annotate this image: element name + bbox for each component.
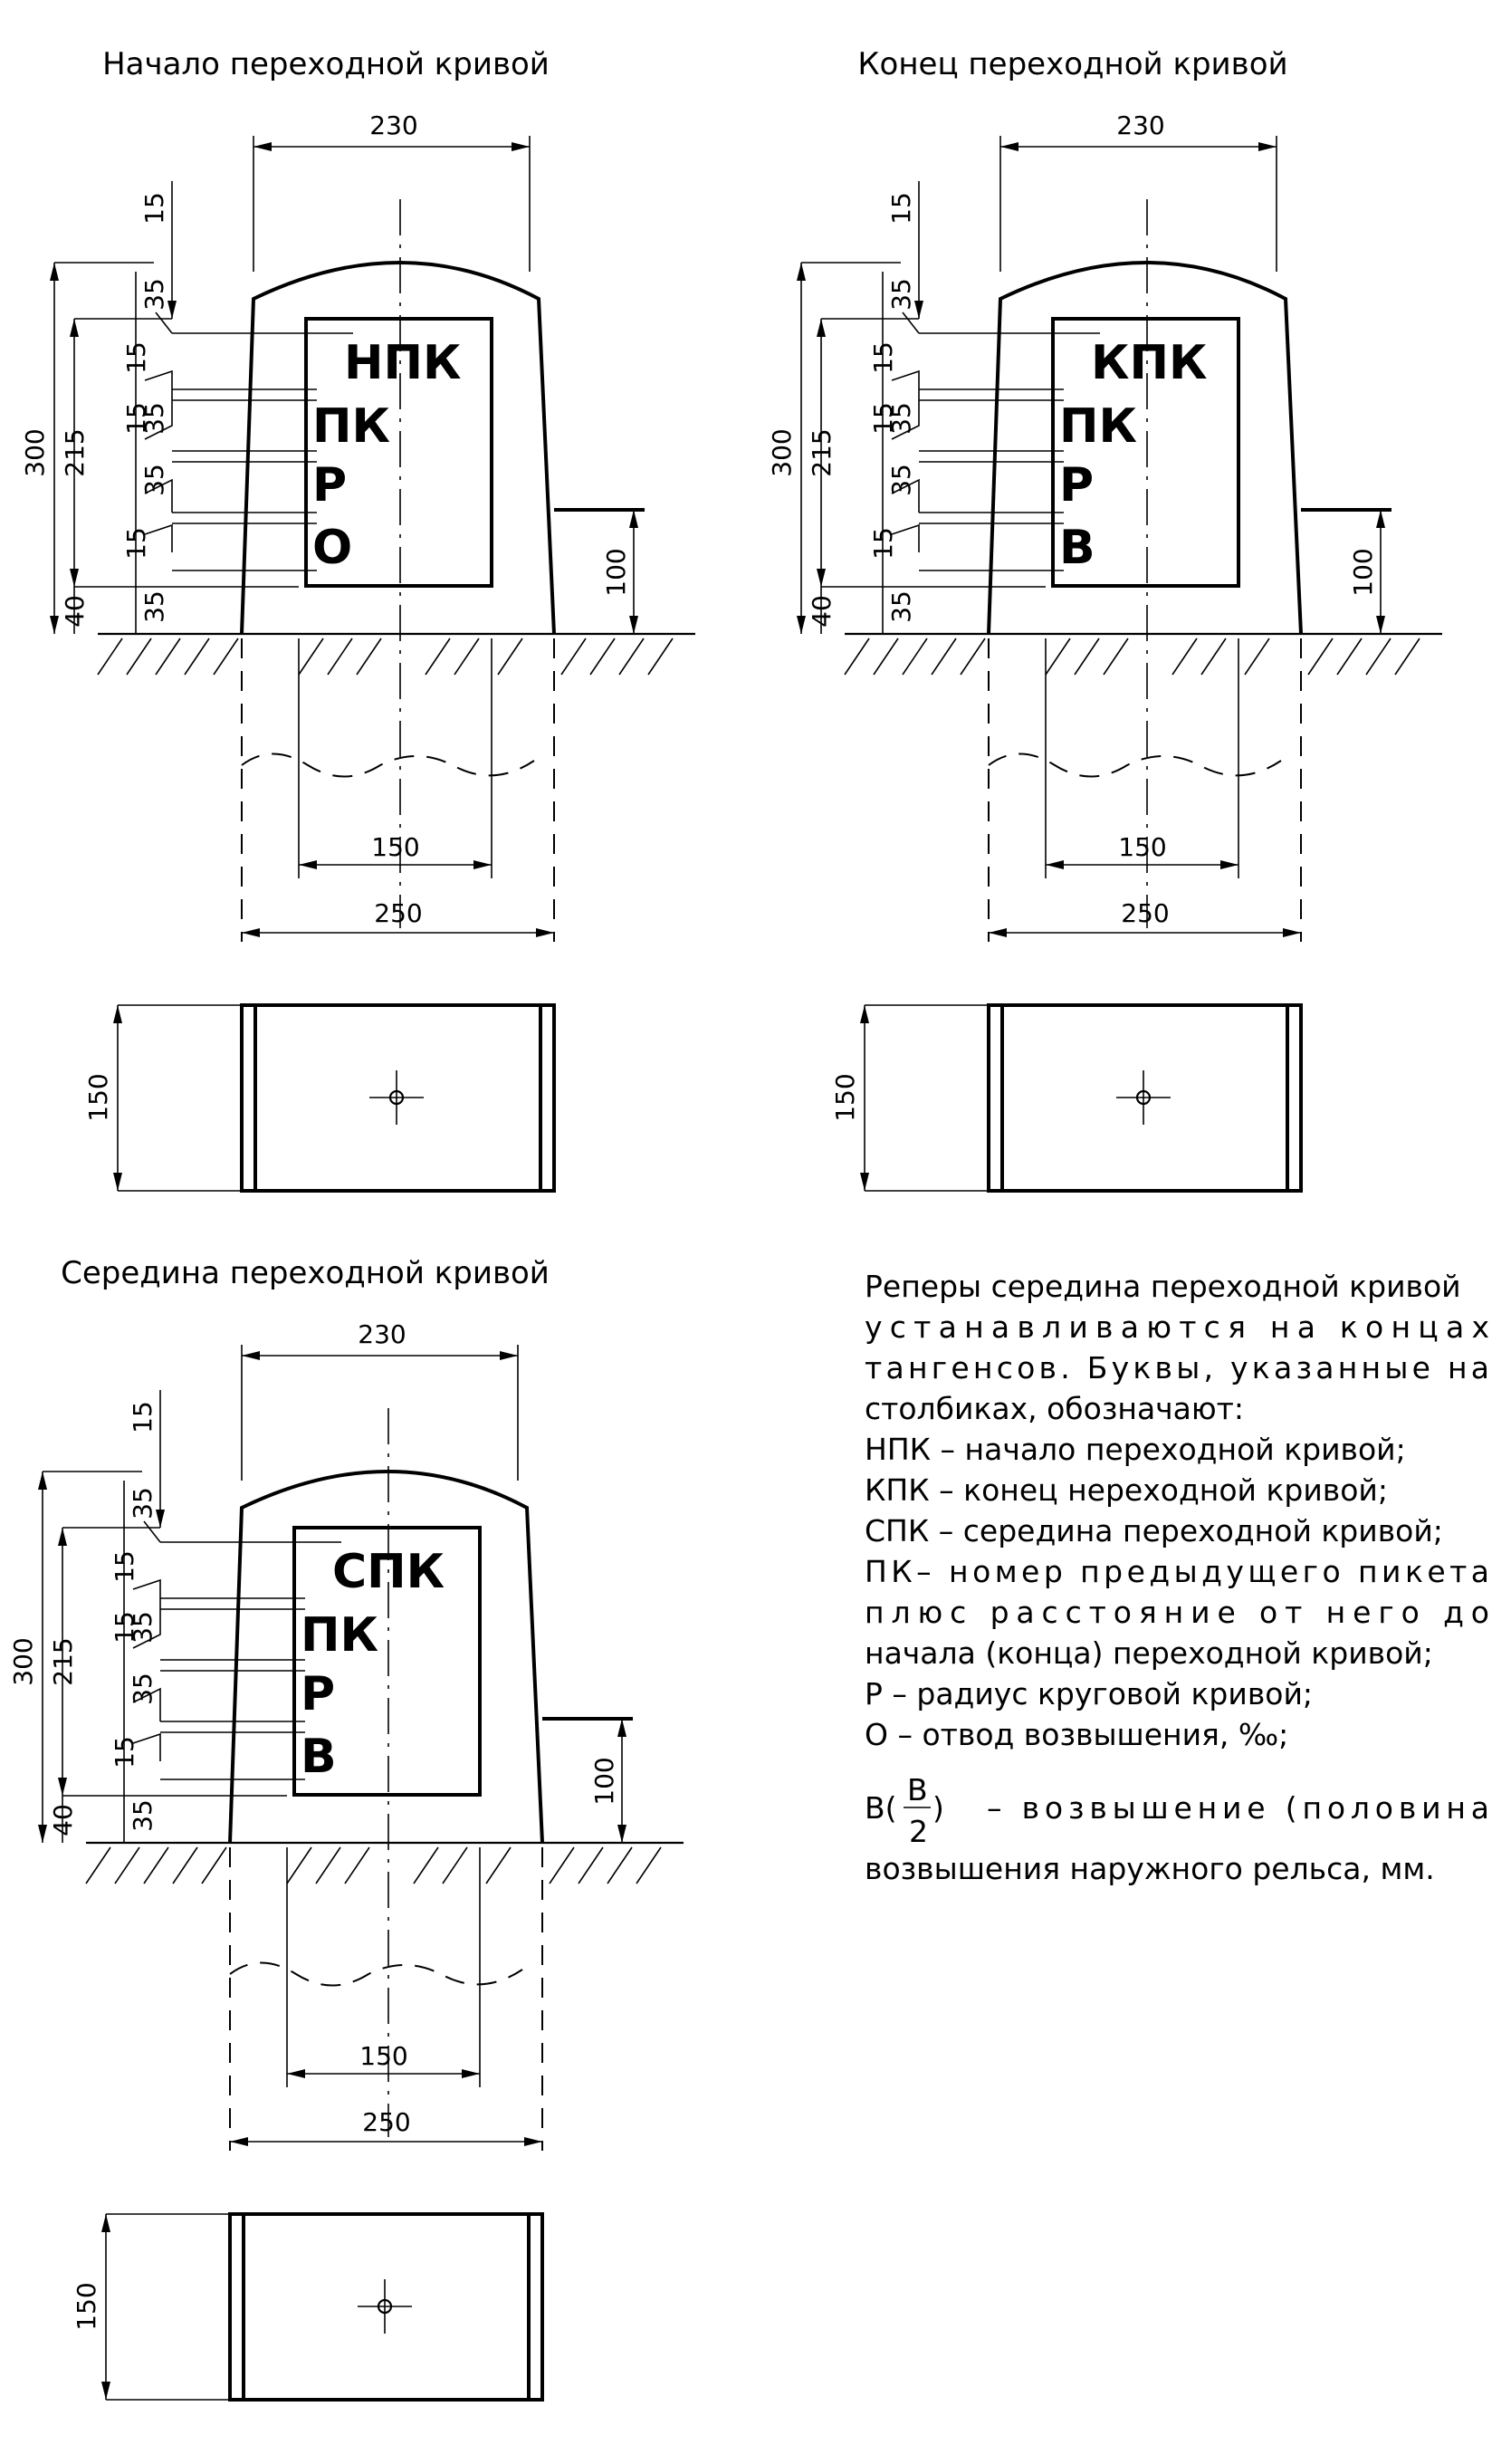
dim-plate-height: 215: [807, 428, 837, 476]
sign-top-label: КПК: [1091, 336, 1208, 390]
dim-row-c: 15: [110, 1611, 139, 1644]
sign-row-3: О: [312, 521, 352, 575]
sign-row-1: ПК: [301, 1608, 378, 1663]
dim-top-width: 230: [369, 110, 417, 140]
elevation-drawing: 230: [20, 110, 695, 942]
dim-row-g: 35: [128, 1799, 158, 1832]
dim-side-height: 100: [589, 1757, 619, 1805]
view-end-transition-curve: Конец переходной кривой 230: [767, 46, 1442, 1193]
view-start-transition-curve: Начало переходной кривой 230: [20, 46, 695, 1193]
dim-side-height: 100: [1348, 548, 1378, 596]
dim-plan-depth: 150: [830, 1073, 860, 1121]
sign-row-2: Р: [301, 1667, 335, 1721]
dim-side-height: 100: [601, 548, 631, 596]
formula-prefix: В(: [865, 1790, 897, 1826]
dim-row-g: 35: [886, 590, 916, 623]
desc-line-4: столбиках, обозначают:: [865, 1391, 1244, 1426]
elevation-drawing: 230 150: [8, 1319, 684, 2151]
desc-line-9: плюс расстояние от него до: [865, 1595, 1489, 1630]
dim-base-height: 40: [48, 1804, 78, 1836]
dim-top-width: 230: [1116, 110, 1164, 140]
view-title: Середина переходной кривой: [61, 1255, 550, 1291]
dim-row-a: 35: [886, 278, 916, 311]
dim-gap-top: 15: [139, 192, 169, 225]
dim-plan-depth: 150: [72, 2282, 101, 2330]
view-middle-transition-curve: Середина переходной кривой 230: [8, 1255, 684, 2402]
dim-total-height: 300: [767, 428, 797, 476]
dim-gap-top: 15: [128, 1401, 158, 1433]
dim-plate-width: 150: [371, 832, 419, 862]
formula-suffix: ): [932, 1790, 944, 1826]
view-title: Конец переходной кривой: [857, 46, 1287, 82]
desc-line-10: начала (конца) переходной кривой;: [865, 1635, 1433, 1671]
dim-gap-top: 15: [886, 192, 916, 225]
desc-line-1: Реперы середина переходной кривой: [865, 1269, 1461, 1304]
dim-row-a: 35: [128, 1487, 158, 1520]
dim-plate-height: 215: [48, 1637, 78, 1685]
dim-row-b: 15: [868, 341, 898, 374]
dim-plate-width: 150: [1118, 832, 1166, 862]
formula-text: – возвышение (половина: [987, 1790, 1489, 1826]
sign-row-1: ПК: [1059, 399, 1137, 454]
dim-row-e: 35: [128, 1673, 158, 1705]
desc-line-11: Р – радиус круговой кривой;: [865, 1676, 1313, 1711]
dim-base-height: 40: [807, 595, 837, 628]
desc-line-6: КПК – конец нереходной кривой;: [865, 1472, 1388, 1508]
plan-view: 150: [830, 1003, 1303, 1193]
dim-total-height: 300: [8, 1637, 38, 1685]
dim-total-height: 300: [20, 428, 50, 476]
desc-line-12: О – отвод возвышения, ‰;: [865, 1717, 1288, 1752]
formula-denominator: 2: [909, 1814, 928, 1849]
dim-row-e: 35: [886, 464, 916, 496]
dim-plate-height: 215: [60, 428, 90, 476]
sign-top-label: СПК: [332, 1545, 445, 1599]
dim-row-f: 15: [110, 1736, 139, 1769]
elevation-drawing: 230 150: [767, 110, 1442, 942]
dim-plan-depth: 150: [83, 1073, 113, 1121]
dim-top-width: 230: [358, 1319, 406, 1349]
plan-view: 150: [83, 1003, 556, 1193]
dim-row-a: 35: [139, 278, 169, 311]
formula-numerator: В: [907, 1772, 928, 1807]
desc-line-8: ПК– номер предыдущего пикета: [865, 1554, 1489, 1589]
dim-foot-width: 250: [362, 2107, 410, 2137]
desc-line-3: тангенсов. Буквы, указанные на: [865, 1350, 1489, 1385]
sign-row-3: В: [1059, 521, 1095, 575]
desc-line-2: устанавливаются на концах: [865, 1309, 1489, 1345]
dim-plate-width: 150: [359, 2041, 407, 2071]
sign-row-3: В: [301, 1730, 337, 1784]
sign-top-label: НПК: [344, 336, 462, 390]
sign-row-1: ПК: [312, 399, 390, 454]
dim-row-b: 15: [121, 341, 151, 374]
dim-row-g: 35: [139, 590, 169, 623]
formula: В( В 2 ) – возвышение (половина возвышен…: [865, 1772, 1489, 1886]
desc-line-5: НПК – начало переходной кривой;: [865, 1432, 1406, 1467]
desc-line-7: СПК – середина переходной кривой;: [865, 1513, 1443, 1548]
dim-row-e: 35: [139, 464, 169, 496]
dim-row-f: 15: [121, 527, 151, 560]
description-block: Реперы середина переходной кривой устана…: [865, 1269, 1489, 1886]
dim-foot-width: 250: [1121, 898, 1169, 928]
dim-foot-width: 250: [374, 898, 422, 928]
dim-row-b: 15: [110, 1550, 139, 1583]
dim-row-f: 15: [868, 527, 898, 560]
plan-view: 150: [72, 2212, 544, 2402]
formula-line-2: возвышения наружного рельса, мм.: [865, 1851, 1435, 1886]
sign-row-2: Р: [312, 458, 347, 513]
dim-row-c: 15: [868, 402, 898, 435]
dim-row-c: 15: [121, 402, 151, 435]
dim-base-height: 40: [60, 595, 90, 628]
sign-row-2: Р: [1059, 458, 1094, 513]
view-title: Начало переходной кривой: [102, 46, 550, 82]
